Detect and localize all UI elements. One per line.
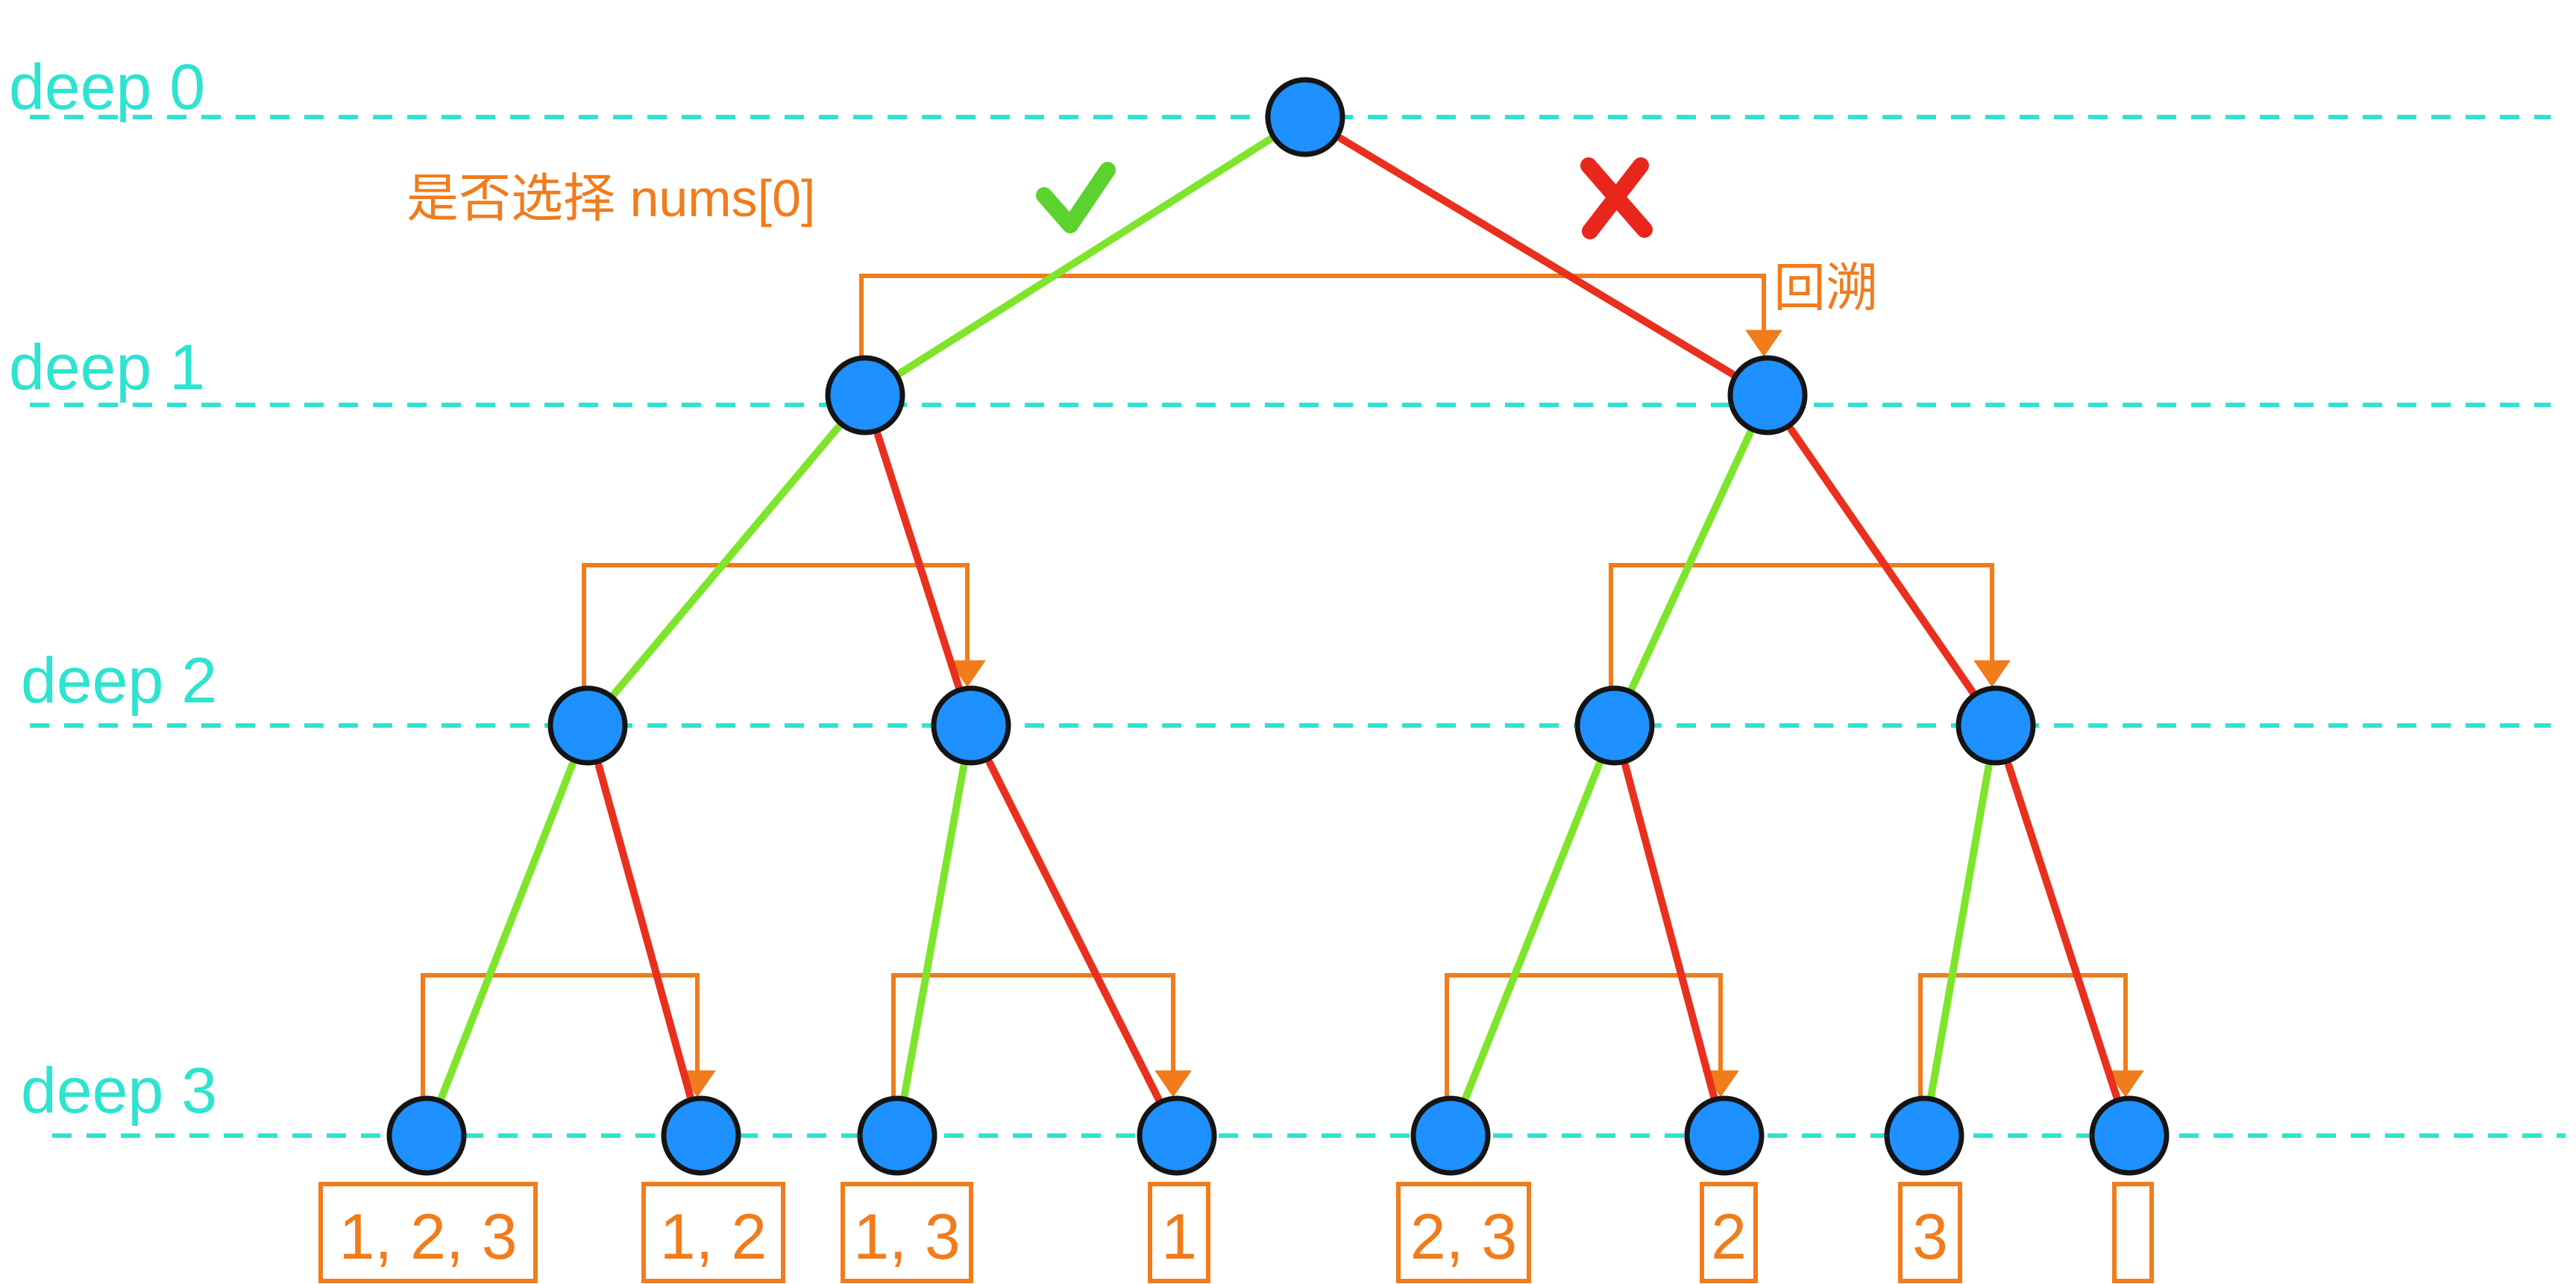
backtrack-bracket-d1-exclude <box>1609 563 1994 687</box>
edge-exclude-leaf-4 <box>986 759 1166 1110</box>
backtrack-bracket-d2-c <box>1445 973 1723 1097</box>
depth-label-0: deep 0 <box>9 51 205 123</box>
depth-label-3: deep 3 <box>21 1055 217 1127</box>
tree-nodes <box>386 77 2170 1176</box>
depth-labels: deep 0 deep 1 deep 2 deep 3 <box>9 51 217 1127</box>
subset-box <box>1148 1182 1210 1283</box>
subset-result-7: 3 <box>1898 1182 1962 1283</box>
check-icon <box>1036 162 1116 233</box>
subset-result-8 <box>2112 1182 2154 1283</box>
subset-box <box>2112 1182 2154 1283</box>
edge-exclude-d2-d <box>1787 426 1981 702</box>
tree-node-leaf-5 <box>1410 1095 1491 1176</box>
backtrack-bracket-d1-include <box>582 563 970 687</box>
edge-exclude-leaf-8 <box>2005 761 2123 1109</box>
backtrack-arrowhead-root <box>1745 330 1782 357</box>
backtrack-label: 回溯 <box>1774 259 1878 317</box>
subset-text: 2 <box>1711 1201 1747 1273</box>
subset-result-3: 1, 3 <box>841 1182 973 1283</box>
tree-node-d2-b <box>931 685 1011 766</box>
tree-node-leaf-2 <box>661 1095 741 1176</box>
tree-node-leaf-3 <box>857 1095 937 1176</box>
edge-include-leaf-1 <box>435 761 577 1109</box>
edge-include-leaf-7 <box>1926 763 1993 1107</box>
backtrack-bracket-d2-b <box>891 973 1175 1097</box>
tree-node-d2-d <box>1955 685 2036 766</box>
tree-node-leaf-1 <box>386 1095 467 1176</box>
subset-text: 1 <box>1161 1201 1197 1273</box>
subset-text: 1, 3 <box>853 1201 960 1273</box>
tree-edges <box>435 134 2123 1110</box>
edge-include-d2-a <box>605 423 842 705</box>
edge-include-d1-include <box>889 135 1274 382</box>
tree-node-leaf-7 <box>1884 1095 1964 1176</box>
tree-node-leaf-4 <box>1137 1095 1217 1176</box>
subset-result-4: 1 <box>1148 1182 1210 1283</box>
edge-include-d2-c <box>1624 429 1754 700</box>
backtrack-bracket-d2-d <box>1918 973 2128 1097</box>
subset-text: 1, 2 <box>660 1201 767 1273</box>
subset-result-5: 2, 3 <box>1396 1182 1531 1283</box>
subset-box <box>641 1182 785 1283</box>
subset-text: 3 <box>1912 1201 1948 1273</box>
edge-include-leaf-5 <box>1459 761 1603 1110</box>
annotations: 是否选择 nums[0] 回溯 <box>406 157 1878 317</box>
tree-node-d2-a <box>547 685 628 766</box>
depth-label-1: deep 1 <box>9 332 205 403</box>
subset-text: 1, 2, 3 <box>339 1201 517 1273</box>
backtrack-arrowhead-d1-exclude <box>1973 660 2011 687</box>
cross-icon <box>1580 157 1653 239</box>
subset-box <box>318 1182 538 1283</box>
depth-guides <box>30 115 2566 1138</box>
subset-results: 1, 2, 3 1, 2 1, 3 1 2, 3 2 3 <box>318 1182 2154 1283</box>
edge-exclude-leaf-2 <box>594 762 697 1108</box>
subset-box <box>1700 1182 1758 1283</box>
backtrack-arrowhead-d2-d <box>2107 1070 2144 1098</box>
edge-include-leaf-3 <box>899 763 968 1107</box>
edge-exclude-d2-b <box>874 431 965 699</box>
tree-node-leaf-8 <box>2089 1095 2170 1176</box>
subset-box <box>1898 1182 1962 1283</box>
subset-result-2: 1, 2 <box>641 1182 785 1283</box>
subset-box <box>1396 1182 1531 1283</box>
subset-box <box>841 1182 973 1283</box>
tree-node-leaf-6 <box>1684 1095 1765 1176</box>
backtrack-bracket-root <box>859 274 1766 356</box>
backtrack-arrowhead-d2-b <box>1155 1070 1192 1098</box>
edge-exclude-leaf-6 <box>1621 762 1720 1108</box>
choose-question-label: 是否选择 nums[0] <box>406 169 815 227</box>
tree-node-d2-c <box>1574 685 1655 766</box>
subset-text: 2, 3 <box>1410 1201 1517 1273</box>
tree-node-d1-exclude <box>1727 355 1808 435</box>
edge-exclude-d1-exclude <box>1337 134 1744 383</box>
subset-result-1: 1, 2, 3 <box>318 1182 538 1283</box>
backtrack-arrowhead-d1-include <box>949 660 986 687</box>
depth-label-2: deep 2 <box>21 645 217 717</box>
subset-result-6: 2 <box>1700 1182 1758 1283</box>
backtrack-bracket-d2-a <box>421 973 700 1097</box>
tree-node-root <box>1265 77 1345 157</box>
tree-node-d1-include <box>825 355 905 435</box>
backtrack-brackets <box>421 274 2144 1098</box>
